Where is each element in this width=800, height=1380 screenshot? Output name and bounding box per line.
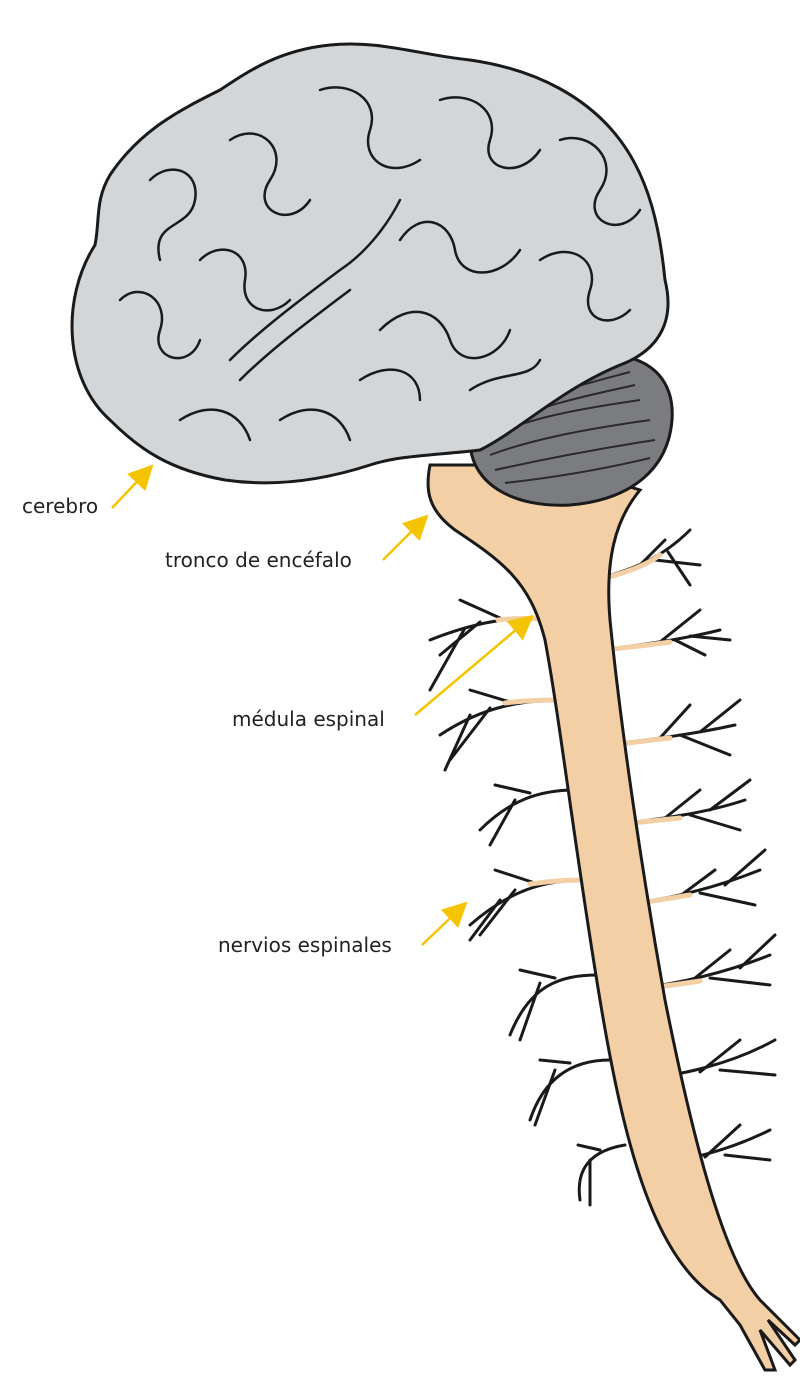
- label-spinal-cord: médula espinal: [232, 709, 385, 729]
- spinal-nerve-left-6: [530, 1060, 610, 1125]
- arrow-tronco: [383, 518, 425, 560]
- spinal-nerve-left-5: [510, 970, 598, 1040]
- label-spinal-nerves: nervios espinales: [218, 935, 392, 955]
- arrow-cerebro: [112, 468, 150, 508]
- arrow-nervios: [422, 905, 464, 945]
- spinal-nerve-left-3: [480, 785, 575, 845]
- label-brainstem: tronco de encéfalo: [165, 550, 352, 570]
- spinal-cord: [428, 465, 800, 1370]
- label-brain: cerebro: [22, 496, 98, 516]
- spinal-nerve-left-7: [578, 1145, 625, 1205]
